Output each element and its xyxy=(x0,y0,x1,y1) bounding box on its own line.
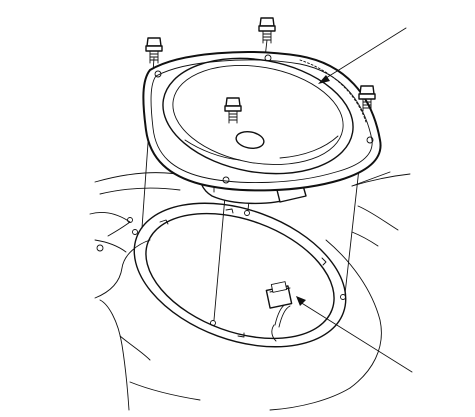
arrowhead xyxy=(318,75,330,84)
leader-lines xyxy=(299,27,413,373)
bolt-icon xyxy=(145,37,163,64)
bolt-icon xyxy=(258,17,276,44)
connector-icon xyxy=(265,281,306,342)
body-panel xyxy=(89,172,411,411)
ring-hole xyxy=(210,320,216,326)
speaker-icon xyxy=(142,51,382,205)
ring-hole xyxy=(340,294,346,300)
bolt-icon xyxy=(145,17,376,124)
ring-hole xyxy=(244,210,250,216)
bolt-icon xyxy=(358,85,376,112)
ring-hole xyxy=(132,229,138,235)
bolt-icon xyxy=(224,97,242,124)
mounting-ring xyxy=(132,202,347,348)
